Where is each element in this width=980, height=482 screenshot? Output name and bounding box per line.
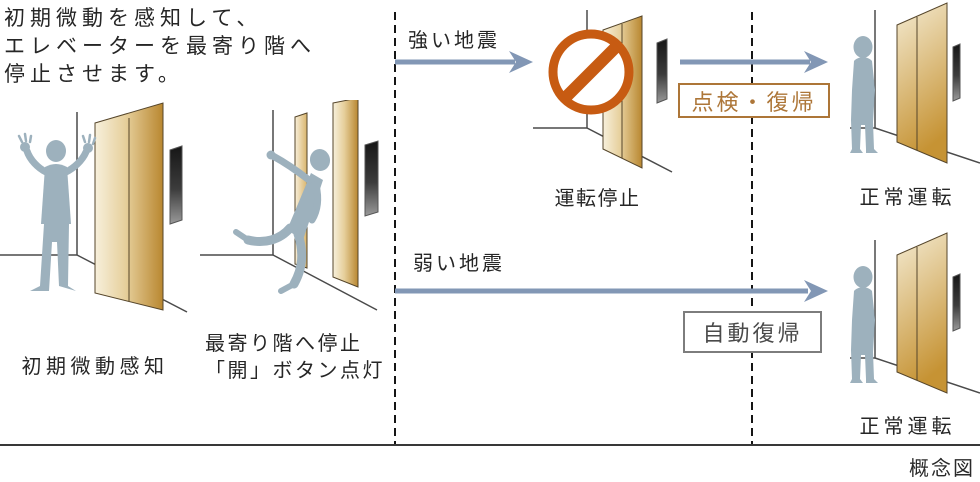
- hall-indicator-icon: [656, 38, 668, 104]
- normal-operation-bottom-label: 正常運転: [859, 414, 956, 438]
- intro-line-1: 初期微動を感知して、: [4, 6, 263, 30]
- elevator-doors-closed-icon: [896, 232, 948, 394]
- no-entry-icon: [548, 29, 634, 115]
- nearest-floor-label-line-2: 「開」ボタン点灯: [205, 358, 385, 382]
- hall-indicator-icon: [952, 273, 961, 332]
- elevator-doors-closed-icon: [94, 102, 164, 311]
- arrow-inspection-recovery-icon: [680, 51, 828, 73]
- scene-initial-detection: [0, 102, 188, 313]
- nearest-floor-label-line-1: 最寄り階へ停止: [205, 331, 363, 355]
- normal-operation-top-label: 正常運転: [859, 185, 956, 209]
- strong-quake-label: 強い地震: [408, 28, 500, 52]
- person-standing-icon: [850, 36, 878, 153]
- intro-line-2: エレベーターを最寄り階へ: [4, 34, 316, 58]
- arrow-weak-quake-icon: [395, 280, 828, 302]
- initial-detection-label: 初期微動感知: [21, 354, 169, 378]
- intro-line-3: 停止させます。: [4, 62, 184, 86]
- inspection-recovery-badge: 点検・復帰: [678, 83, 830, 118]
- scene-normal-operation-top: [850, 2, 980, 164]
- auto-recovery-badge: 自動復帰: [683, 311, 822, 353]
- operation-stop-label: 運転停止: [554, 186, 641, 210]
- diagram-caption: 概念図: [909, 456, 975, 480]
- intro-text: 初期微動を感知して、 エレベーターを最寄り階へ 停止させます。: [4, 4, 316, 88]
- scene-nearest-floor-stop: [200, 100, 379, 311]
- hall-indicator-icon: [952, 43, 961, 102]
- person-standing-icon: [850, 266, 878, 383]
- nearest-floor-label: 最寄り階へ停止 「開」ボタン点灯: [205, 330, 385, 384]
- elevator-doors-closed-icon: [896, 2, 948, 164]
- scene-operation-stop: [533, 10, 673, 173]
- hall-indicator-icon: [169, 145, 183, 225]
- scene-normal-operation-bottom: [850, 232, 980, 394]
- weak-quake-label: 弱い地震: [413, 251, 505, 275]
- phase-divider-line-2: [751, 12, 753, 446]
- phase-divider-line-1: [394, 12, 396, 446]
- baseline-rule: [0, 444, 980, 446]
- person-running-icon: [233, 149, 331, 294]
- hall-indicator-icon: [364, 140, 379, 217]
- person-alarmed-icon: [17, 132, 97, 291]
- arrow-strong-quake-icon: [395, 51, 533, 73]
